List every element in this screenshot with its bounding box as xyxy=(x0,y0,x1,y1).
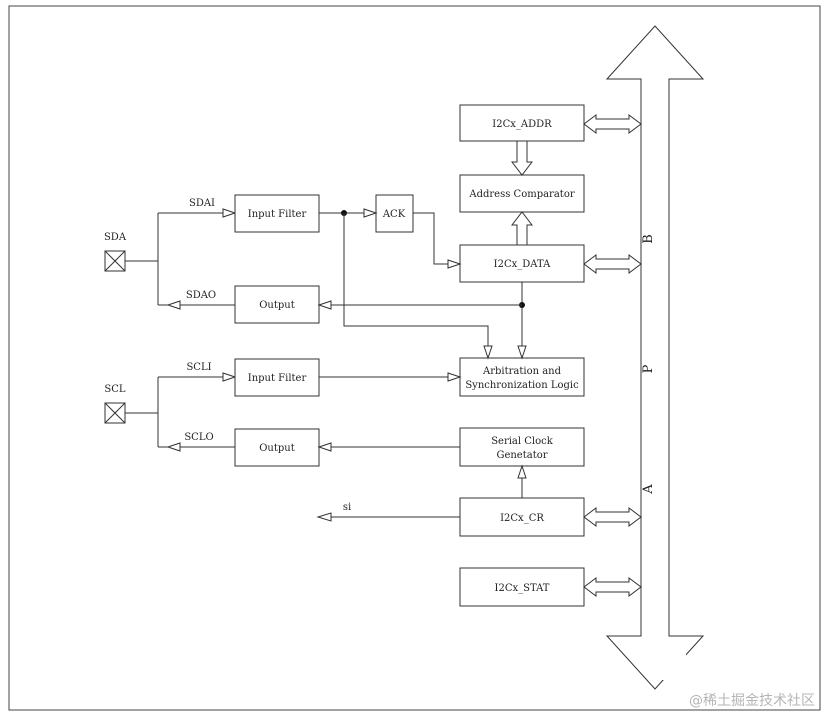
data-arrowhead xyxy=(447,259,462,269)
sda-output-arrowhead xyxy=(317,300,332,310)
addr-to-comparator-arrow xyxy=(510,140,534,176)
sdao-arrowhead xyxy=(166,300,181,310)
ack-label: ACK xyxy=(382,209,406,220)
data-to-comparator-arrow xyxy=(510,211,534,246)
bus-arrow-mask xyxy=(654,650,686,680)
sda-input-filter-label: Input Filter xyxy=(248,209,307,220)
watermark-text: @稀土掘金技术社区 xyxy=(689,693,815,709)
i2cx-addr-label: I2Cx_ADDR xyxy=(492,119,552,130)
bus-connector-addr xyxy=(583,114,642,134)
scli-label: SCLI xyxy=(186,362,211,373)
sda-input-filter-box xyxy=(234,194,320,233)
scl-pin-label: SCL xyxy=(104,384,126,395)
i2cx-cr-label: I2Cx_CR xyxy=(500,513,544,524)
ack-box xyxy=(375,194,414,233)
serial-clock-label-line1: Serial Clock xyxy=(491,436,554,447)
arbitration-arrowhead-3 xyxy=(447,372,462,382)
scli-arrowhead xyxy=(222,372,237,382)
clock-arrowhead xyxy=(517,464,527,479)
arbitration-box xyxy=(459,357,585,397)
sdai-to-arbitration-wire xyxy=(343,213,489,346)
sda-pin-wire xyxy=(125,213,159,305)
sda-pin-label: SDA xyxy=(104,232,127,243)
arbitration-arrowhead-1 xyxy=(483,345,493,360)
si-arrowhead xyxy=(316,512,332,522)
i2cx-stat-label: I2Cx_STAT xyxy=(495,583,550,594)
arbitration-label-line1: Arbitration and xyxy=(482,366,562,377)
scl-output-arrowhead xyxy=(317,442,332,452)
sclo-label: SCLO xyxy=(184,432,213,443)
i2cx-cr-box xyxy=(459,497,585,537)
scl-input-filter-label: Input Filter xyxy=(248,373,307,384)
scl-pin-icon xyxy=(104,402,126,424)
address-comparator-label: Address Comparator xyxy=(468,189,574,200)
ack-arrowhead xyxy=(363,208,378,218)
bus-connector-data xyxy=(583,254,642,274)
bus-connector-stat xyxy=(583,577,642,597)
sda-pin-icon xyxy=(104,250,126,272)
scl-input-filter-box xyxy=(234,358,320,397)
outer-frame xyxy=(8,5,821,711)
serial-clock-label-line2: Genetator xyxy=(496,450,547,461)
arbitration-label-line2: Synchronization Logic xyxy=(465,380,579,391)
ack-to-data-wire xyxy=(413,212,448,265)
scl-pin-wire xyxy=(125,377,159,447)
sclo-arrowhead xyxy=(166,442,181,452)
scl-output-box xyxy=(234,428,320,467)
sda-output-box xyxy=(234,285,320,324)
bus-letter-a: A xyxy=(641,484,656,495)
sdai-label: SDAI xyxy=(189,198,215,209)
i2cx-data-label: I2Cx_DATA xyxy=(494,259,551,270)
bus-letter-p: P xyxy=(641,364,656,373)
bus-letter-b: B xyxy=(641,234,656,244)
sdao-label: SDAO xyxy=(186,290,216,301)
address-comparator-box xyxy=(459,174,585,213)
bus-connector-cr xyxy=(583,507,642,527)
scl-output-label: Output xyxy=(259,443,295,454)
arbitration-arrowhead-2 xyxy=(517,345,527,360)
sda-output-label: Output xyxy=(259,300,295,311)
sdai-arrowhead xyxy=(222,208,237,218)
apb-bus-arrow xyxy=(605,25,705,690)
si-label: si xyxy=(343,502,351,513)
